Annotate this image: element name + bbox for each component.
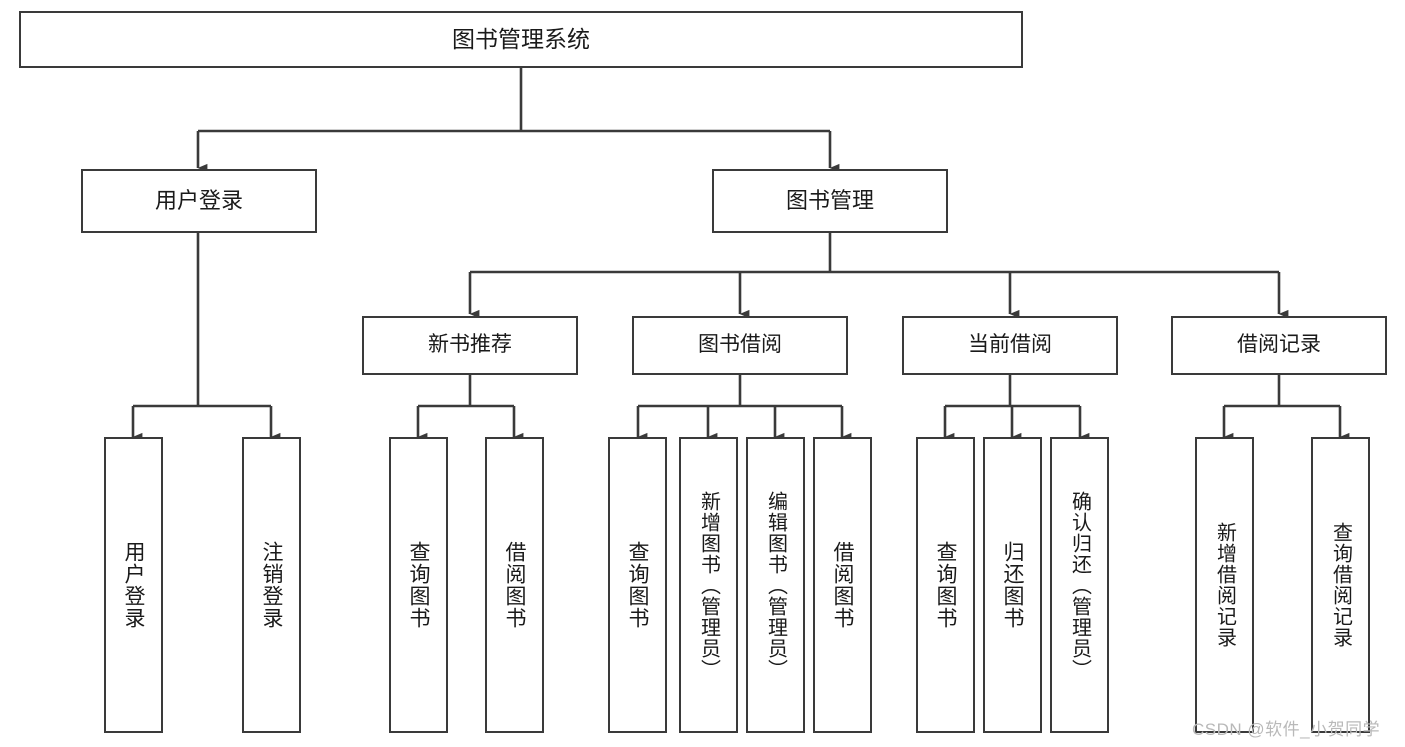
- node-label: 用户登录: [154, 188, 243, 214]
- node-label: 当前借阅: [968, 333, 1052, 357]
- node-label: 编辑图书（管理员）: [764, 490, 787, 680]
- node-leaf-logout[interactable]: 注销登录: [242, 437, 301, 733]
- node-user-login[interactable]: 用户登录: [81, 169, 317, 233]
- node-book-management[interactable]: 图书管理: [712, 169, 948, 233]
- node-leaf-borrow-book[interactable]: 借阅图书: [813, 437, 872, 733]
- node-leaf-confirm-return-admin[interactable]: 确认归还（管理员）: [1050, 437, 1109, 733]
- node-label: 查询借阅记录: [1329, 522, 1352, 648]
- node-leaf-return-book[interactable]: 归还图书: [983, 437, 1042, 733]
- node-label: 归还图书: [1001, 541, 1024, 629]
- node-label: 图书借阅: [698, 333, 782, 357]
- node-leaf-query-book-recommend[interactable]: 查询图书: [389, 437, 448, 733]
- node-label: 图书管理系统: [452, 25, 590, 52]
- node-label: 图书管理: [785, 188, 874, 214]
- node-leaf-add-book-admin[interactable]: 新增图书（管理员）: [679, 437, 738, 733]
- node-leaf-edit-book-admin[interactable]: 编辑图书（管理员）: [746, 437, 805, 733]
- node-new-book-recommend[interactable]: 新书推荐: [362, 316, 578, 375]
- node-label: 用户登录: [122, 541, 145, 629]
- node-current-borrow[interactable]: 当前借阅: [902, 316, 1118, 375]
- node-label: 查询图书: [934, 541, 957, 629]
- node-book-borrow[interactable]: 图书借阅: [632, 316, 848, 375]
- node-label: 注销登录: [260, 541, 283, 629]
- csdn-watermark: CSDN @软件_小贺同学: [1192, 720, 1381, 739]
- node-leaf-borrow-book-recommend[interactable]: 借阅图书: [485, 437, 544, 733]
- node-leaf-user-login[interactable]: 用户登录: [104, 437, 163, 733]
- node-label: 新增图书（管理员）: [697, 490, 720, 680]
- node-leaf-query-borrow-record[interactable]: 查询借阅记录: [1311, 437, 1370, 733]
- node-root-system[interactable]: 图书管理系统: [19, 11, 1023, 68]
- node-label: 确认归还（管理员）: [1068, 490, 1091, 680]
- node-leaf-query-book-borrow[interactable]: 查询图书: [608, 437, 667, 733]
- node-borrow-record[interactable]: 借阅记录: [1171, 316, 1387, 375]
- node-leaf-query-book-current[interactable]: 查询图书: [916, 437, 975, 733]
- node-label: 新书推荐: [428, 333, 512, 357]
- node-label: 新增借阅记录: [1213, 522, 1236, 648]
- node-leaf-add-borrow-record[interactable]: 新增借阅记录: [1195, 437, 1254, 733]
- node-label: 借阅记录: [1237, 333, 1321, 357]
- node-label: 借阅图书: [831, 541, 854, 629]
- node-label: 查询图书: [626, 541, 649, 629]
- node-label: 借阅图书: [503, 541, 526, 629]
- node-label: 查询图书: [407, 541, 430, 629]
